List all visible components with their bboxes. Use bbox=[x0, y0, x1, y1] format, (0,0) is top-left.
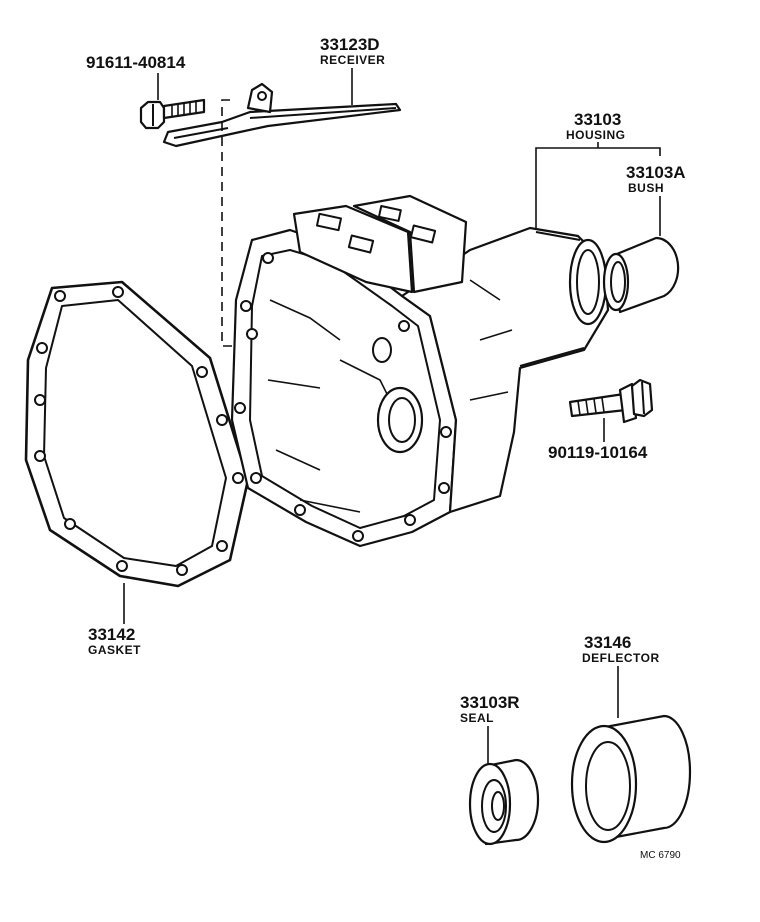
receiver-drawing bbox=[162, 82, 402, 148]
bush-drawing bbox=[602, 236, 680, 314]
part-name-gasket: GASKET bbox=[88, 643, 141, 657]
seal-drawing bbox=[468, 758, 540, 846]
part-name-deflector: DEFLECTOR bbox=[582, 651, 660, 665]
part-number-housing: 33103 bbox=[574, 110, 621, 129]
label-bush: 33103A BUSH bbox=[626, 163, 686, 236]
part-name-seal: SEAL bbox=[460, 711, 494, 725]
part-number-seal: 33103R bbox=[460, 693, 520, 712]
part-name-bush: BUSH bbox=[628, 181, 664, 195]
label-seal: 33103R SEAL bbox=[460, 693, 520, 766]
label-receiver: 33123D RECEIVER bbox=[320, 35, 385, 105]
diagram-reference: MC 6790 bbox=[640, 850, 681, 861]
deflector-drawing bbox=[570, 714, 692, 844]
housing-drawing bbox=[230, 194, 610, 548]
part-name-receiver: RECEIVER bbox=[320, 53, 385, 67]
part-number-bolt-top: 91611-40814 bbox=[86, 53, 186, 72]
label-bolt-top: 91611-40814 bbox=[86, 53, 186, 100]
part-number-receiver: 33123D bbox=[320, 35, 380, 54]
bolt-top-drawing bbox=[139, 98, 206, 130]
part-number-bolt-side: 90119-10164 bbox=[548, 443, 648, 462]
label-bolt-side: 90119-10164 bbox=[548, 418, 648, 462]
part-name-housing: HOUSING bbox=[566, 128, 626, 142]
part-number-deflector: 33146 bbox=[584, 633, 631, 652]
label-deflector: 33146 DEFLECTOR bbox=[582, 633, 660, 718]
bolt-side-drawing bbox=[568, 378, 654, 424]
gasket-drawing bbox=[24, 280, 250, 588]
label-housing: 33103 HOUSING bbox=[535, 110, 661, 230]
part-number-bush: 33103A bbox=[626, 163, 686, 182]
part-number-gasket: 33142 bbox=[88, 625, 135, 644]
label-gasket: 33142 GASKET bbox=[88, 583, 141, 657]
